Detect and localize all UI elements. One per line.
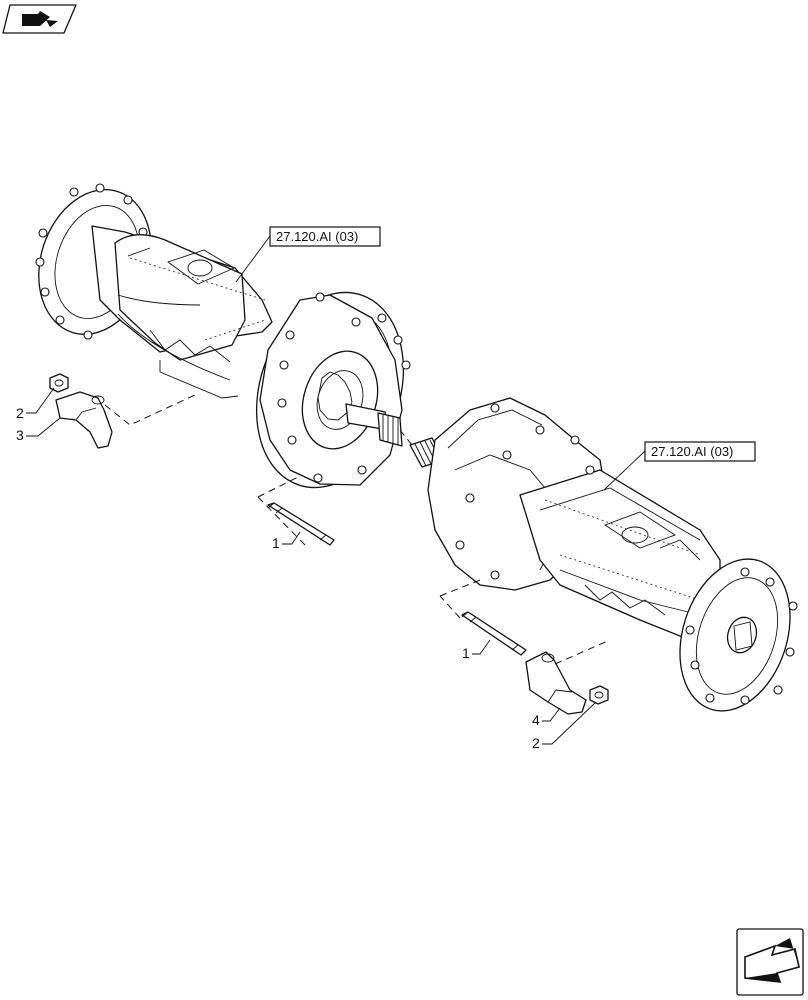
left-axle-housing (35, 183, 411, 489)
assembly-lines (104, 394, 611, 665)
right-housing-bolts (455, 403, 595, 580)
left-bracket (55, 391, 113, 449)
right-axle-housing (409, 397, 798, 712)
reference-upper-text: 27.120.AI (03) (276, 229, 358, 244)
reference-box-lower[interactable]: 27.120.AI (03) (603, 441, 756, 491)
callout-left-stud: 1 (272, 535, 280, 551)
flange-bolts (35, 183, 148, 340)
callouts: 2 3 1 1 4 2 (16, 387, 597, 751)
right-stud (461, 611, 527, 656)
callout-right-bracket: 4 (532, 712, 540, 728)
reference-box-upper[interactable]: 27.120.AI (03) (235, 226, 381, 283)
callout-left-nut: 2 (16, 405, 24, 421)
callout-right-nut: 2 (532, 735, 540, 751)
pointing-hand-icon[interactable] (2, 4, 77, 34)
right-nut (589, 685, 609, 705)
callout-right-stud: 1 (462, 645, 470, 661)
reference-lower-text: 27.120.AI (03) (651, 444, 733, 459)
right-flange-bolts (685, 567, 798, 705)
left-nut (49, 373, 69, 393)
left-stud (267, 502, 335, 546)
callout-left-bracket: 3 (16, 427, 24, 443)
right-bracket (525, 651, 587, 715)
next-page-arrow-icon[interactable] (736, 928, 804, 996)
